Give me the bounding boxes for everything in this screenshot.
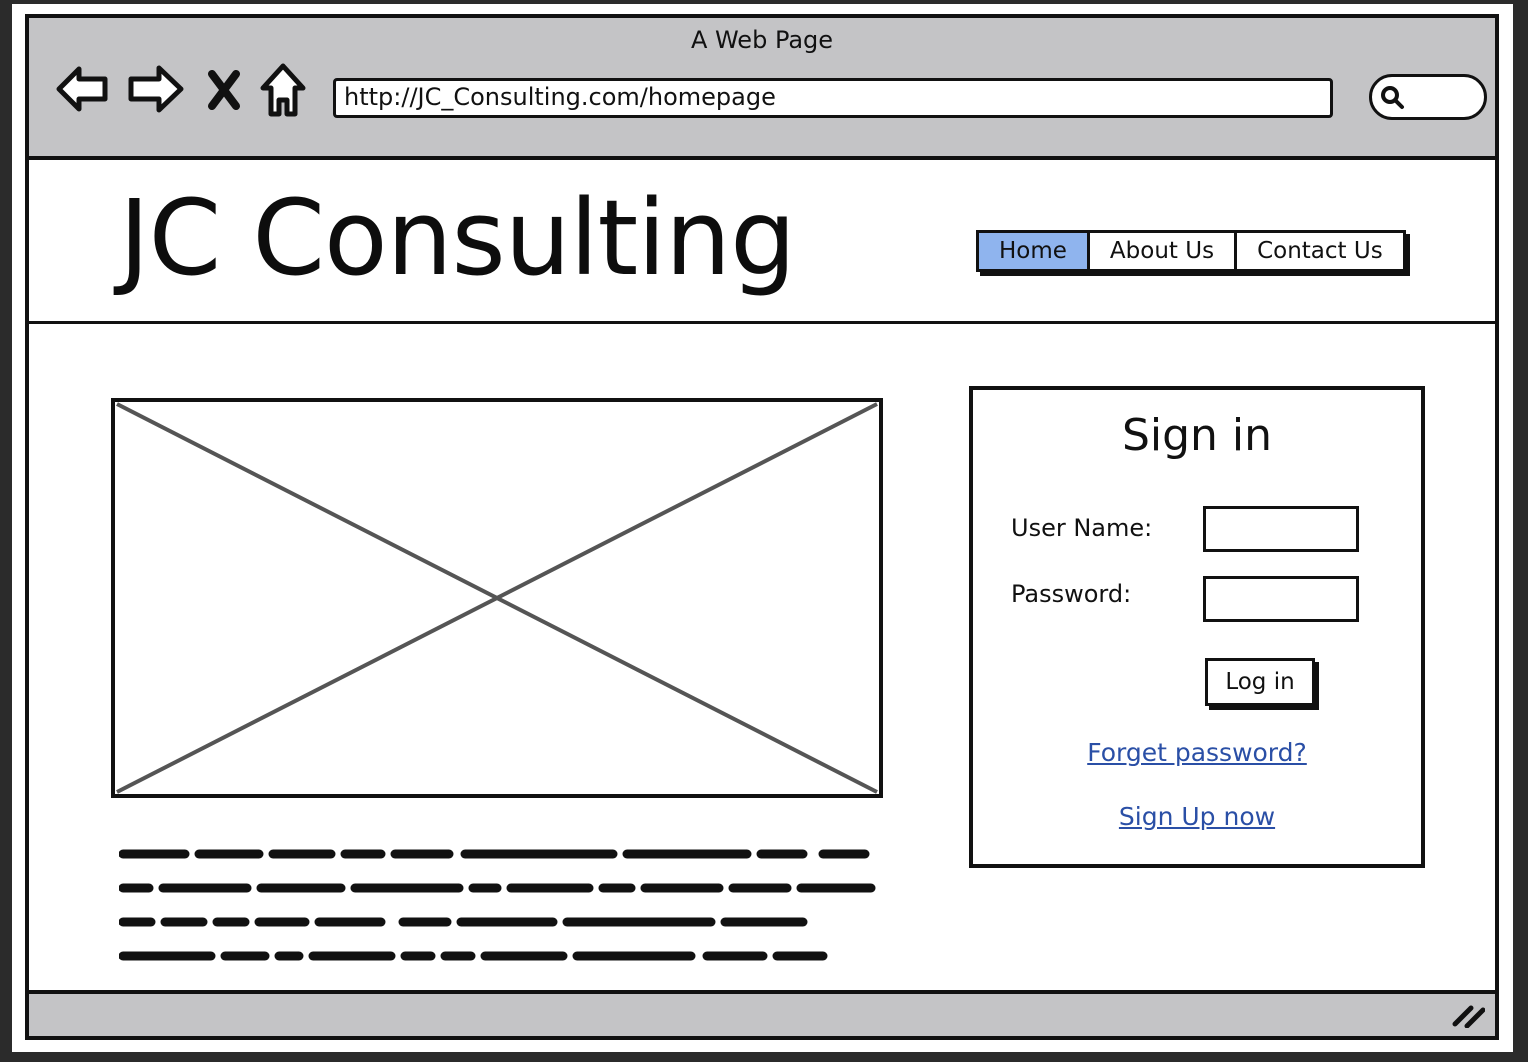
site-header: JC Consulting Home About Us Contact Us bbox=[29, 160, 1495, 324]
browser-frame: A Web Page http://JC bbox=[25, 14, 1499, 1040]
home-icon[interactable] bbox=[259, 62, 307, 120]
search-field[interactable] bbox=[1369, 74, 1487, 120]
tab-home[interactable]: Home bbox=[979, 233, 1090, 269]
login-button[interactable]: Log in bbox=[1205, 658, 1315, 706]
tab-about-us[interactable]: About Us bbox=[1090, 233, 1238, 269]
sign-in-title: Sign in bbox=[1121, 410, 1273, 461]
image-placeholder bbox=[111, 398, 883, 798]
sign-up-link[interactable]: Sign Up now bbox=[1118, 802, 1276, 831]
browser-toolbar: A Web Page http://JC bbox=[29, 18, 1495, 160]
status-bar bbox=[29, 990, 1495, 1036]
search-icon bbox=[1380, 85, 1406, 115]
forgot-password-link[interactable]: Forget password? bbox=[1087, 738, 1307, 767]
image-placeholder-cross bbox=[116, 402, 878, 794]
site-logo: JC Consulting bbox=[119, 177, 796, 299]
username-label: User Name: bbox=[1011, 514, 1153, 542]
browser-window: A Web Page http://JC bbox=[12, 4, 1513, 1052]
placeholder-text-block bbox=[119, 840, 879, 970]
main-nav: Home About Us Contact Us bbox=[976, 230, 1406, 272]
password-input[interactable] bbox=[1203, 576, 1359, 622]
username-input[interactable] bbox=[1203, 506, 1359, 552]
window-title: A Web Page bbox=[690, 26, 834, 54]
password-label: Password: bbox=[1011, 580, 1132, 608]
sign-in-panel: Sign in User Name: Password: Log in Forg… bbox=[969, 386, 1425, 868]
forward-arrow-icon[interactable] bbox=[127, 62, 187, 116]
stop-icon[interactable] bbox=[207, 70, 241, 110]
tab-contact-us[interactable]: Contact Us bbox=[1257, 238, 1383, 264]
back-arrow-icon[interactable] bbox=[55, 62, 111, 116]
address-bar[interactable]: http://JC_Consulting.com/homepage bbox=[333, 78, 1333, 118]
resize-grip-icon[interactable] bbox=[1451, 1004, 1486, 1032]
